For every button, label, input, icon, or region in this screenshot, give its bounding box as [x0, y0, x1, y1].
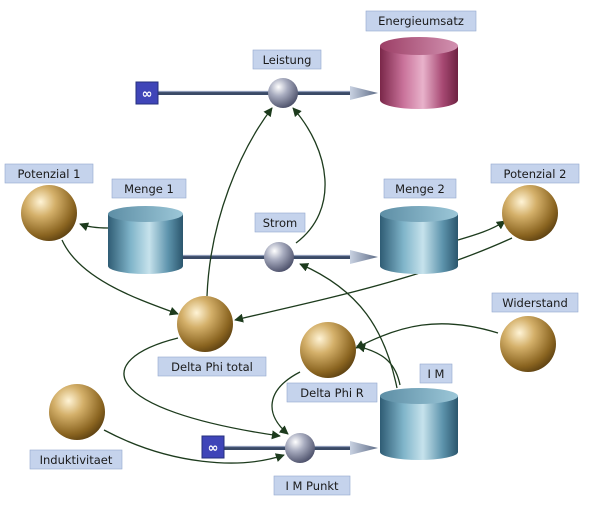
- svg-text:Menge 1: Menge 1: [124, 182, 174, 196]
- link-menge1-potenzial1: [79, 222, 109, 232]
- variable-delta-phi-total[interactable]: [177, 296, 233, 352]
- flow-pipe-leistung: [158, 86, 378, 100]
- stock-menge-2[interactable]: [380, 206, 458, 274]
- svg-text:Potenzial 1: Potenzial 1: [18, 167, 81, 181]
- label-leistung: Leistung: [252, 49, 322, 70]
- link-induktivitaet-im-punkt: [103, 429, 285, 464]
- label-im-punkt: I M Punkt: [273, 475, 351, 496]
- label-im: I M: [419, 363, 453, 384]
- svg-text:Menge 2: Menge 2: [395, 182, 445, 196]
- link-delta-phi-total-leistung: [206, 107, 273, 297]
- stock-im[interactable]: [380, 388, 458, 460]
- svg-text:Strom: Strom: [263, 216, 298, 230]
- svg-text:Widerstand: Widerstand: [502, 296, 568, 310]
- variable-potenzial-1[interactable]: [21, 185, 77, 241]
- stock-energieumsatz[interactable]: [380, 37, 458, 109]
- label-potenzial-2: Potenzial 2: [490, 163, 580, 184]
- link-potenzial1-delta-phi-total: [61, 239, 179, 316]
- link-potenzial2-delta-phi-total: [234, 237, 513, 323]
- stock-menge-1[interactable]: [108, 206, 183, 274]
- link-im-strom: [299, 263, 398, 389]
- variable-widerstand[interactable]: [500, 316, 556, 372]
- link-im-delta-phi-r: [356, 343, 401, 386]
- link-strom-leistung: [292, 107, 326, 244]
- label-delta-phi-total: Delta Phi total: [157, 356, 267, 377]
- infinity-icon: ∞: [142, 87, 153, 102]
- svg-text:Delta Phi total: Delta Phi total: [171, 360, 253, 374]
- connector-links: [61, 107, 513, 464]
- svg-text:I M Punkt: I M Punkt: [285, 479, 339, 493]
- link-menge2-potenzial2: [457, 220, 506, 241]
- svg-text:Energieumsatz: Energieumsatz: [378, 14, 464, 28]
- label-energieumsatz: Energieumsatz: [365, 10, 477, 32]
- link-delta-phi-total-im-punkt: [123, 337, 281, 440]
- label-widerstand: Widerstand: [491, 292, 579, 313]
- label-induktivitaet: Induktivitaet: [29, 449, 123, 470]
- label-strom: Strom: [254, 212, 306, 233]
- label-menge-1: Menge 1: [111, 178, 187, 199]
- label-potenzial-1: Potenzial 1: [4, 163, 94, 184]
- link-delta-phi-r-im-punkt: [271, 371, 301, 435]
- link-widerstand-delta-phi-r: [355, 323, 499, 349]
- label-delta-phi-r: Delta Phi R: [286, 382, 378, 403]
- valve-leistung[interactable]: [268, 78, 298, 108]
- svg-text:Delta Phi R: Delta Phi R: [300, 386, 363, 400]
- variable-induktivitaet[interactable]: [49, 384, 105, 440]
- valve-im-punkt[interactable]: [285, 433, 315, 463]
- svg-text:I M: I M: [428, 367, 445, 381]
- svg-text:Potenzial 2: Potenzial 2: [504, 167, 567, 181]
- valve-strom[interactable]: [264, 242, 294, 272]
- infinity-source-leistung: ∞: [135, 81, 159, 105]
- svg-text:Leistung: Leistung: [263, 53, 312, 67]
- infinity-source-im-punkt: ∞: [201, 435, 225, 459]
- label-menge-2: Menge 2: [383, 178, 457, 199]
- infinity-icon: ∞: [208, 441, 219, 456]
- variable-delta-phi-r[interactable]: [300, 322, 356, 378]
- svg-text:Induktivitaet: Induktivitaet: [40, 453, 113, 467]
- variable-potenzial-2[interactable]: [502, 185, 558, 241]
